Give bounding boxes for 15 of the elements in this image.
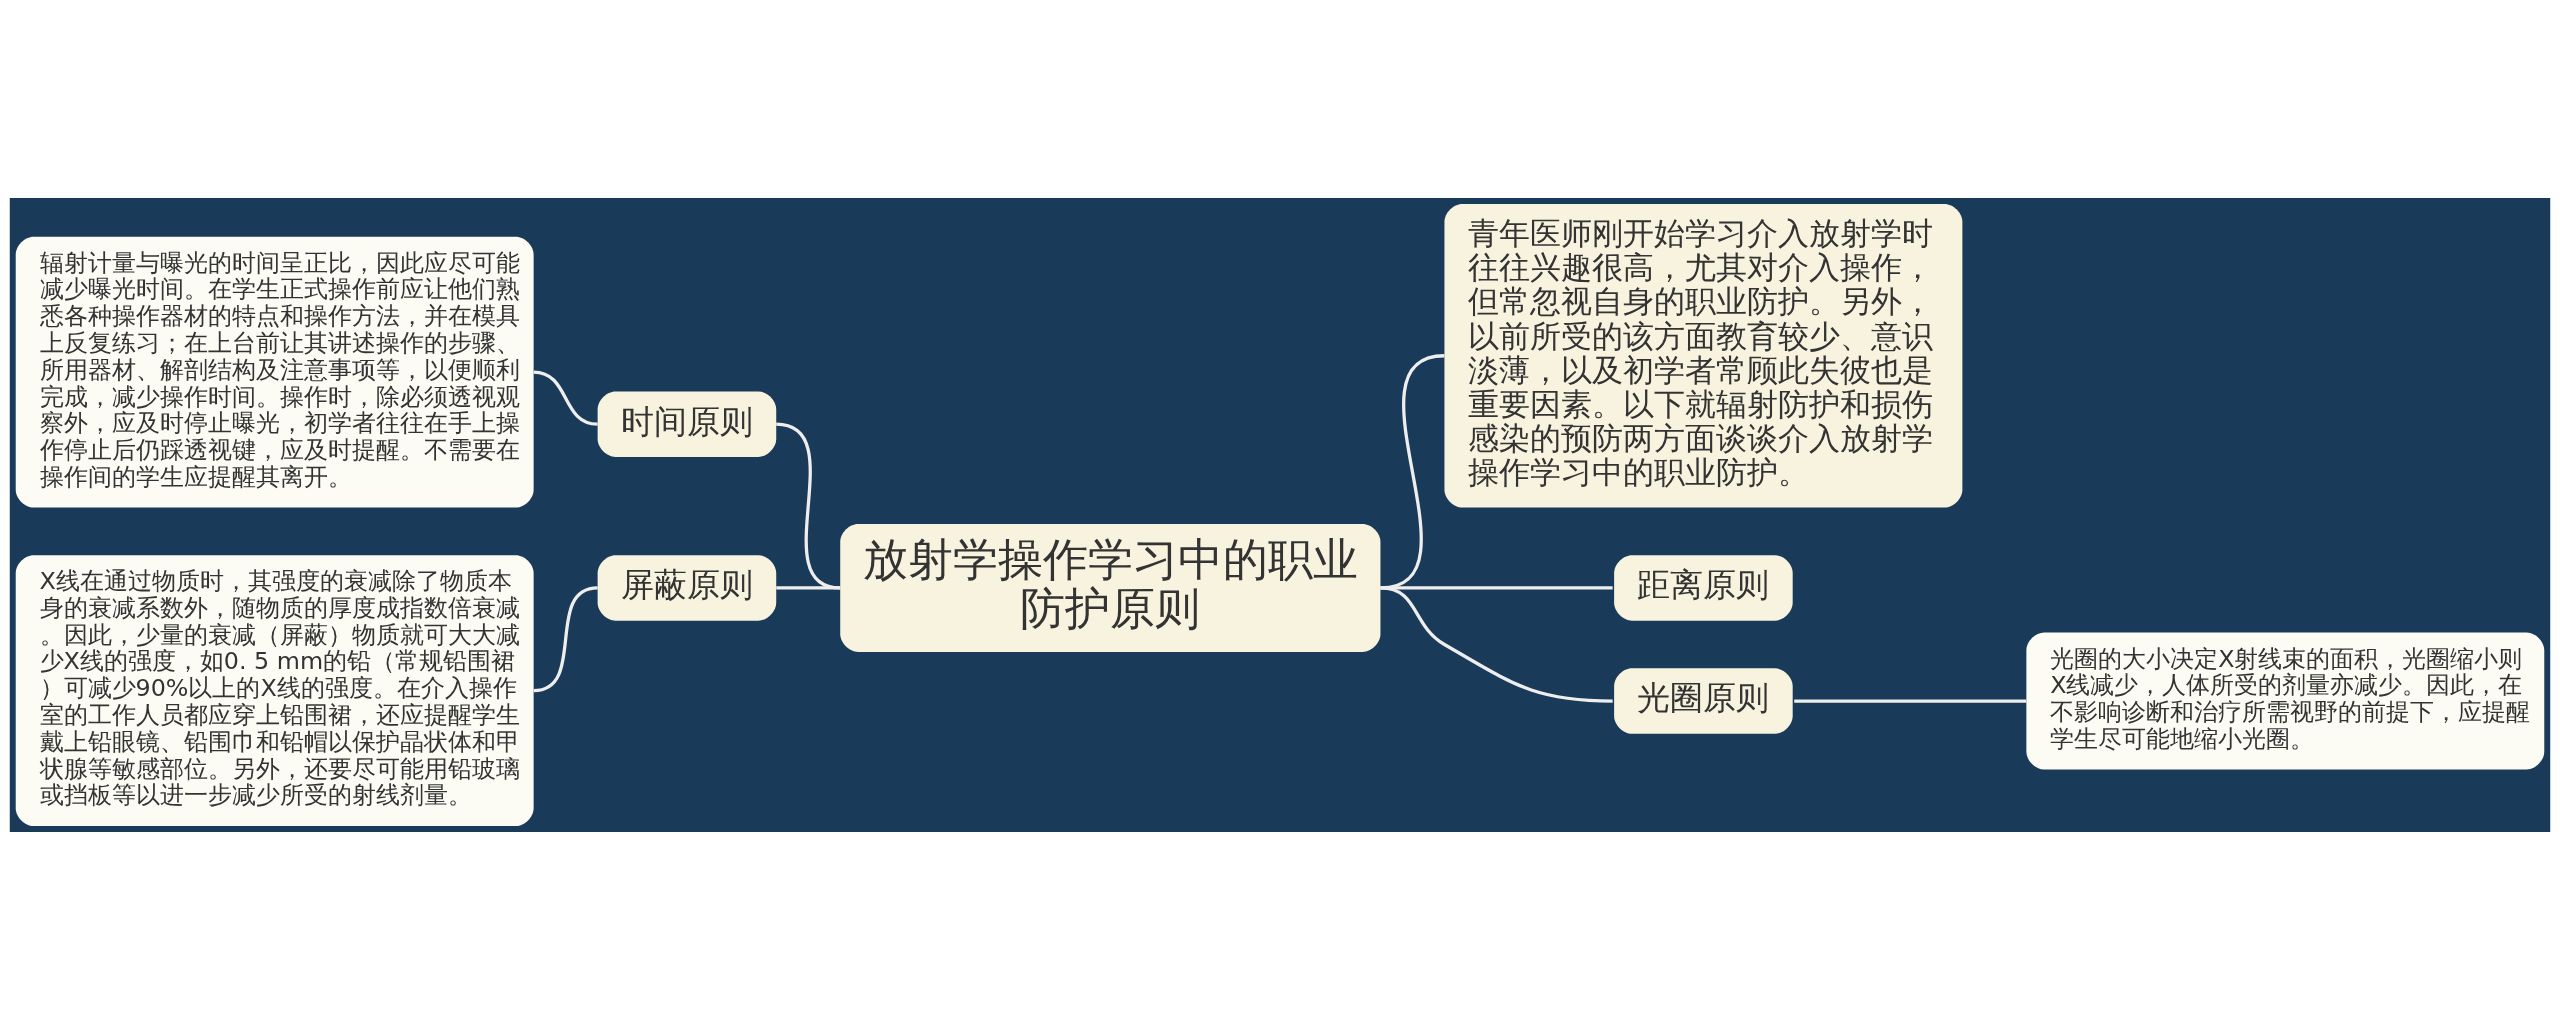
node-box: 放射学操作学习中的职业防护原则 bbox=[840, 523, 1381, 652]
node-box: 光圈原则 bbox=[1614, 667, 1793, 734]
connector bbox=[533, 585, 598, 692]
node-box: 时间原则 bbox=[597, 390, 777, 457]
connector bbox=[775, 422, 841, 590]
connector bbox=[1380, 585, 1613, 703]
node-box: X线在通过物质时，其强度的衰减除了物质本身的衰减系数外，随物质的厚度成指数倍衰减。因此，少量的衰减（屏蔽）物质就可大大减少X线的强度，如0. 5 mm的铅（常规铅围裙）可减少90%以上的X线的强度。在介入操作室的工作人员都应穿上铅围裙，还应提醒学生戴上铅眼镜、铅围巾和铅帽以保护晶状体和甲状腺等敏感部位。另外，还要尽可能用铅玻璃或挡板等以进一步减少所受的射线剂量。 bbox=[15, 554, 534, 826]
node-box: 青年医师刚开始学习介入放射学时往往兴趣很高，尤其对介入操作，但常忽视自身的职业防护。另外，以前所受的该方面教育较少、意识淡薄，以及初学者常顾此失彼也是重要因素。以下就辐射防护和损伤感染的预防两方面谈谈介入放射学操作学习中的职业防护。 bbox=[1444, 203, 1963, 508]
connector bbox=[533, 370, 598, 426]
node-box: 距离原则 bbox=[1614, 554, 1793, 621]
node-box: 辐射计量与曝光的时间呈正比，因此应尽可能减少曝光时间。在学生正式操作前应让他们熟悉各种操作器材的特点和操作方法，并在模具上反复练习；在上台前让其讲述操作的步骤、所用器材、解剖结构及注意事项等，以便顺利完成，减少操作时间。操作时，除必须透视观察外，应及时停止曝光，初学者往往在手上操作停止后仍踩透视键，应及时提醒。不需要在操作间的学生应提醒其离开。 bbox=[15, 236, 534, 508]
connector bbox=[776, 585, 841, 590]
connector bbox=[1794, 698, 2027, 703]
node-box: 光圈的大小决定X射线束的面积，光圈缩小则X线减少，人体所受的剂量亦减少。因此，在不影响诊断和治疗所需视野的前提下，应提醒学生尽可能地缩小光圈。 bbox=[2026, 632, 2545, 769]
node-box: 屏蔽原则 bbox=[597, 554, 777, 621]
